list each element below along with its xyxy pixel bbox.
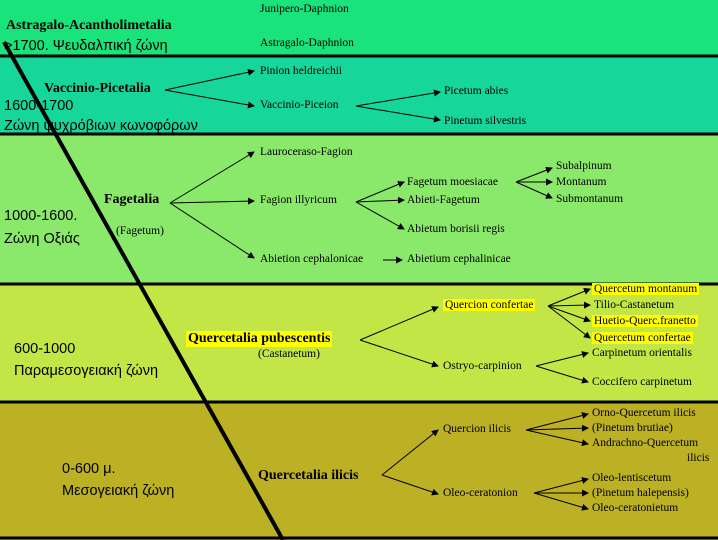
association-pinetum-silvestris: Pinetum silvestris: [444, 115, 527, 127]
association-orno-quercetum-ilicis: Orno-Quercetum ilicis: [592, 407, 696, 419]
alliance-astragalo-daphnion: Astragalo-Daphnion: [260, 37, 354, 49]
zone-elevation: >1700.: [4, 38, 49, 54]
zone-band-cold-conifer: [0, 56, 718, 134]
association-tilio-castanetum: Tilio-Castanetum: [594, 299, 675, 311]
zone-elevation-paramediterranean: 600-1000: [14, 341, 76, 357]
association-andrachno-quercetum: Andrachno-Quercetum: [592, 437, 699, 449]
association-submontanum: Submontanum: [556, 193, 624, 205]
order-quercetalia-pubescentis: Quercetalia pubescentis: [186, 331, 333, 347]
zone-band-beech: [0, 134, 718, 284]
association-picetum-abies: Picetum abies: [444, 85, 509, 97]
alliance-oleo-ceratonion: Oleo-ceratonion: [443, 487, 518, 499]
association-abietium-cephalinicae: Abietium cephalinicae: [407, 253, 511, 265]
association-fagetum-moesiacae: Fagetum moesiacae: [407, 176, 499, 188]
zone-name: Ψευδαλπική ζώνη: [52, 38, 168, 54]
zone-band-mediterranean: [0, 402, 718, 540]
alliance-quercion-ilicis: Quercion ilicis: [443, 423, 512, 435]
order-astragalo-acantholimetalia: Astragalo-Acantholimetalia: [6, 18, 172, 33]
association-quercetum-confertae: Quercetum confertae: [592, 332, 693, 344]
association-andrachno-quercetum-ilicis: ilicis: [687, 452, 710, 464]
association-oleo-lentiscetum: Oleo-lentiscetum: [592, 472, 672, 484]
diagonal-gradient-line: [2, 41, 285, 540]
association-oleo-ceratonietum: Oleo-ceratonietum: [592, 502, 679, 514]
alliance-lauroceraso-fagion: Lauroceraso-Fagion: [260, 146, 353, 158]
association-pinetum-brutiae: (Pinetum brutiae): [592, 422, 673, 434]
zone-band-pseudalpine: [0, 0, 718, 56]
zone-name-cold-conifer: Ζώνη ψυχρόβιων κωνοφόρων: [4, 118, 198, 134]
alliance-vaccinio-piceion: Vaccinio-Piceion: [260, 99, 339, 111]
zone-elevation-mediterranean: 0-600 μ.: [62, 461, 116, 477]
arrows: [164, 68, 591, 511]
zone-label-pseudalpine: >1700. Ψευδαλπική ζώνη: [4, 37, 168, 55]
association-pinetum-halepensis: (Pinetum halepensis): [592, 487, 689, 499]
association-abieti-fagetum: Abieti-Fagetum: [407, 194, 480, 206]
association-montanum: Montanum: [556, 176, 607, 188]
order-fagetalia-sub: (Fagetum): [116, 225, 164, 237]
zone-elevation-cold-conifer: 1600-1700: [4, 98, 74, 114]
association-subalpinum: Subalpinum: [556, 160, 612, 172]
order-vaccinio-picetalia: Vaccinio-Picetalia: [44, 81, 151, 96]
association-coccifero-carpinetum: Coccifero carpinetum: [592, 376, 692, 388]
zone-name-beech: Ζώνη Οξιάς: [4, 231, 80, 247]
order-fagetalia: Fagetalia: [104, 192, 160, 207]
alliance-quercion-confertae: Quercion confertae: [443, 299, 536, 311]
order-quercetalia-ilicis: Quercetalia ilicis: [258, 468, 359, 483]
association-carpinetum-orientalis: Carpinetum orientalis: [592, 347, 692, 359]
alliance-fagion-illyricum: Fagion illyricum: [260, 194, 337, 206]
alliance-abietion-cephalonicae: Abietion cephalonicae: [260, 253, 364, 265]
zone-elevation-beech: 1000-1600.: [4, 208, 78, 224]
alliance-pinion-heldreichii: Pinion heldreichii: [260, 65, 343, 77]
order-quercetalia-pub-sub: (Castanetum): [258, 348, 320, 360]
zone-name-mediterranean: Μεσογειακή ζώνη: [62, 483, 175, 499]
association-huetio-querc-franetto: Huetio-Querc.franetto: [592, 315, 698, 327]
zone-name-paramediterranean: Παραμεσογειακή ζώνη: [14, 363, 159, 379]
alliance-ostryo-carpinion: Ostryo-carpinion: [443, 360, 522, 372]
alliance-junipero-daphnion: Junipero-Daphnion: [260, 3, 349, 15]
association-quercetum-montanum: Quercetum montanum: [592, 283, 700, 295]
association-abietum-borisii-regis: Abietum borisii regis: [407, 223, 505, 235]
